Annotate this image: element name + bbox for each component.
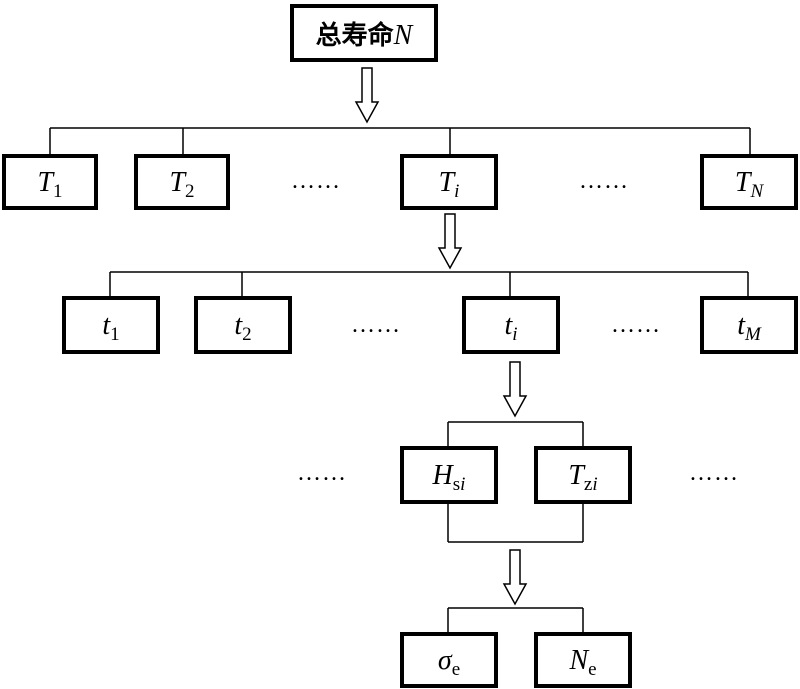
arrow-root-to-level1 [354,67,380,124]
level1-node-2: T2 [134,154,230,210]
level3-label-hs: Hsi [432,460,466,495]
level2-node-2: t2 [194,296,292,354]
level2-label-m: tM [737,310,762,345]
level3-ellipsis-left: …… [297,460,347,486]
level3-label-tz: Tzi [568,460,597,495]
level4-label-ne: Ne [568,645,596,680]
level3-bottom-connector [447,502,584,543]
level1-label-2: T2 [169,167,194,202]
arrow-level1-to-level2 [437,213,463,270]
level2-node-1: t1 [62,296,160,354]
level2-ellipsis-right: …… [611,312,661,338]
level1-node-i: Ti [400,154,498,210]
root-label: 总寿命N [316,20,414,51]
level4-node-sigma: σe [400,632,498,688]
level1-node-n: TN [700,154,798,210]
level3-top-connector [447,421,584,448]
level2-node-m: tM [700,296,798,354]
arrow-level3-to-level4 [502,549,528,606]
level3-node-tz: Tzi [534,446,632,504]
level1-connector [49,127,751,156]
level1-node-1: T1 [2,154,98,210]
level1-label-n: TN [735,167,765,202]
level2-node-i: ti [462,296,560,354]
level2-connector [109,271,749,298]
level1-label-i: Ti [439,167,460,202]
level2-ellipsis-left: …… [351,312,401,338]
level4-node-ne: Ne [534,632,632,688]
level2-label-i: ti [504,310,517,345]
level1-ellipsis-right: …… [579,168,629,194]
level3-node-hs: Hsi [400,446,498,504]
level4-connector [447,607,584,634]
level1-label-1: T1 [37,167,62,202]
root-node: 总寿命N [290,4,438,62]
arrow-level2-to-level3 [502,361,528,418]
level4-label-sigma: σe [438,645,460,680]
level2-label-1: t1 [102,310,119,345]
level1-ellipsis-left: …… [291,168,341,194]
level3-ellipsis-right: …… [689,460,739,486]
level2-label-2: t2 [234,310,251,345]
